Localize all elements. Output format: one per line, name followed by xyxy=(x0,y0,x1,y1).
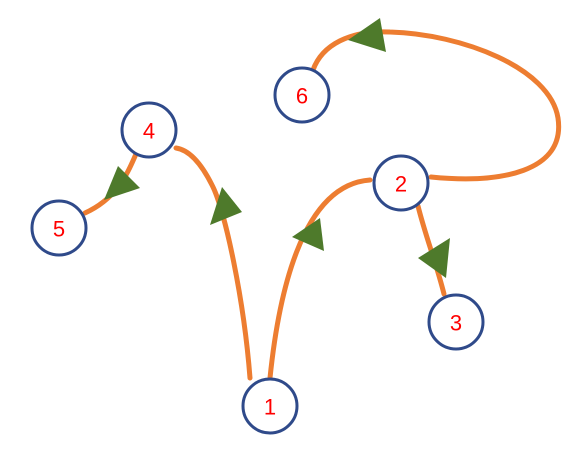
arrowhead-edge-2-to-6 xyxy=(348,18,386,52)
node-4-label: 4 xyxy=(143,119,155,144)
node-6-label: 6 xyxy=(296,84,308,109)
node-3-circle xyxy=(427,293,485,351)
arrowheads xyxy=(104,18,450,278)
node-2: 2 xyxy=(372,154,430,212)
node-1: 1 xyxy=(241,377,299,435)
node-6-circle xyxy=(273,66,331,124)
node-3-label: 3 xyxy=(450,311,462,336)
node-4: 4 xyxy=(120,101,178,159)
node-4-circle xyxy=(120,101,178,159)
nodes: 1 2 3 4 5 6 xyxy=(30,66,485,435)
arrowhead-edge-1-to-2 xyxy=(292,218,324,251)
edge-2-to-6 xyxy=(310,29,562,182)
arrowhead-edge-2-to-3 xyxy=(418,238,450,278)
node-1-label: 1 xyxy=(264,395,276,420)
node-5: 5 xyxy=(30,199,88,257)
arrowhead-edge-4-to-5 xyxy=(104,166,140,200)
node-2-label: 2 xyxy=(395,172,407,197)
node-2-circle xyxy=(372,154,430,212)
edge-1-to-4 xyxy=(173,145,253,381)
node-5-label: 5 xyxy=(53,217,65,242)
node-5-circle xyxy=(30,199,88,257)
node-1-circle xyxy=(241,377,299,435)
node-6: 6 xyxy=(273,66,331,124)
arrowhead-edge-1-to-4 xyxy=(210,187,242,225)
node-3: 3 xyxy=(427,293,485,351)
edge-1-to-2 xyxy=(267,177,373,381)
